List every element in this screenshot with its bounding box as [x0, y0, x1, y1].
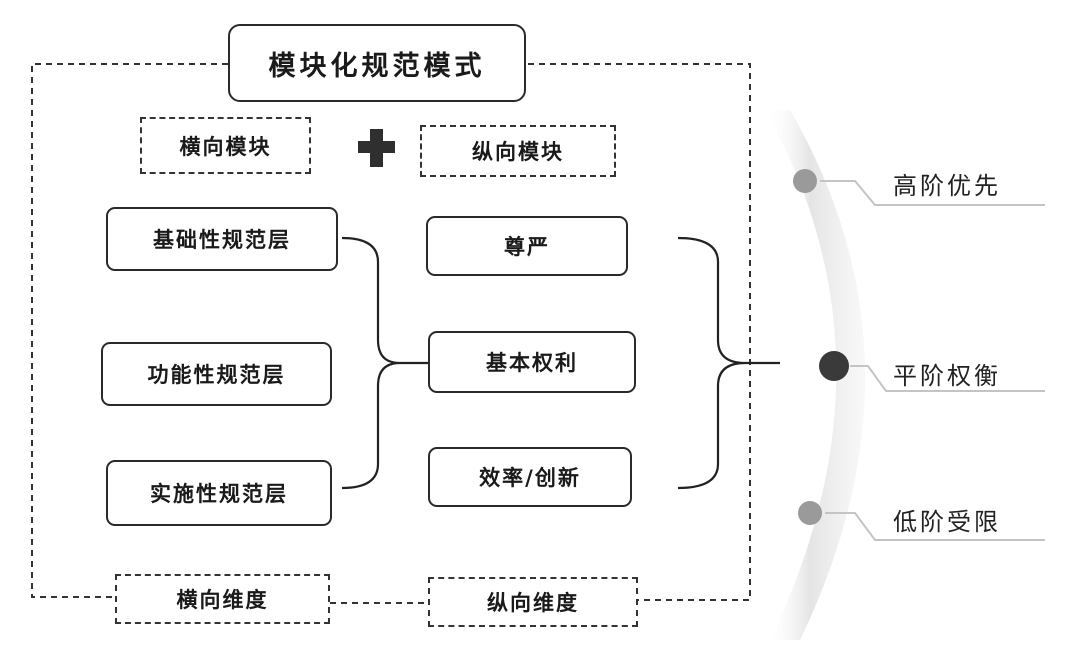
horizontal-dimension-box: 横向维度: [115, 574, 330, 624]
vertical-dimension-box: 纵向维度: [428, 577, 638, 627]
layer-basic: 基础性规范层: [106, 207, 338, 271]
item-efficiency-innovation: 效率/创新: [428, 447, 632, 507]
plus-icon: [358, 129, 395, 167]
label-high-priority: 高阶优先: [893, 172, 1001, 200]
layer-implementation: 实施性规范层: [106, 460, 332, 526]
right-bracket: [677, 236, 780, 490]
label-low-restricted: 低阶受限: [893, 508, 1001, 536]
vertical-module-box: 纵向模块: [420, 125, 616, 177]
hierarchy-arc: [765, 110, 866, 640]
outer-dashed-frame: [31, 63, 751, 604]
label-connectors: [820, 180, 1045, 541]
layer-functional: 功能性规范层: [101, 342, 332, 406]
diagram-title: 模块化规范模式: [228, 24, 526, 102]
horizontal-module-box: 横向模块: [140, 117, 311, 174]
item-dignity: 尊严: [426, 216, 628, 276]
item-basic-rights: 基本权利: [428, 331, 636, 393]
left-bracket: [341, 236, 430, 490]
node-high: [793, 169, 817, 193]
node-low: [798, 501, 822, 525]
node-equal: [819, 351, 849, 381]
label-equal-balance: 平阶权衡: [893, 362, 1001, 390]
